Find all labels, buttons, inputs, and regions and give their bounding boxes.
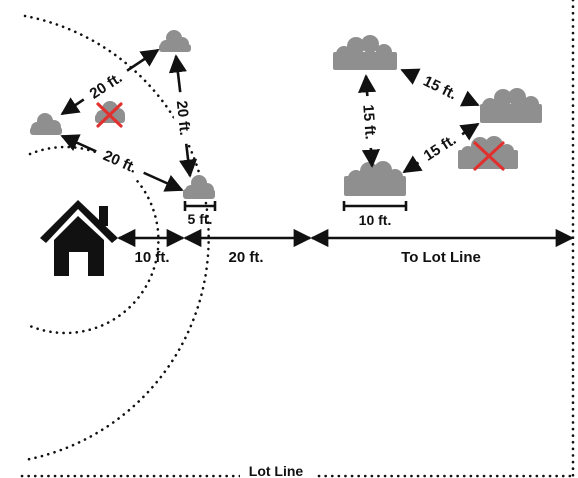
scale-bar-10ft <box>342 201 408 211</box>
scale-bar-5ft <box>183 201 217 211</box>
label-20ft-vertical: 20 ft. <box>173 100 194 137</box>
scale-bars <box>183 201 408 211</box>
house-icon <box>40 200 118 276</box>
inner-zone-circle <box>28 145 160 335</box>
shrub-icon <box>458 136 518 169</box>
shrub-icon <box>480 88 542 123</box>
label-10ft-right: 10 ft. <box>359 212 392 228</box>
label-10ft-house: 10 ft. <box>134 249 169 266</box>
shrub-icon <box>30 113 62 135</box>
shrub-icon <box>183 175 215 199</box>
label-5ft: 5 ft. <box>188 211 213 227</box>
label-20ft-mid: 20 ft. <box>228 249 263 266</box>
label-15ft-vertical: 15 ft. <box>359 104 378 140</box>
shrub-icon <box>159 30 191 52</box>
shrub-icon <box>344 161 406 196</box>
shrub-icon <box>333 35 397 70</box>
outer-zone-circle <box>23 14 210 462</box>
labels: 20 ft. 20 ft. 20 ft. 5 ft. 10 ft. 20 ft.… <box>78 62 481 478</box>
label-to-lot-line: To Lot Line <box>401 249 481 266</box>
shrubs <box>30 30 542 199</box>
label-lot-line: Lot Line <box>249 463 304 478</box>
x-mark-icon <box>473 141 505 171</box>
